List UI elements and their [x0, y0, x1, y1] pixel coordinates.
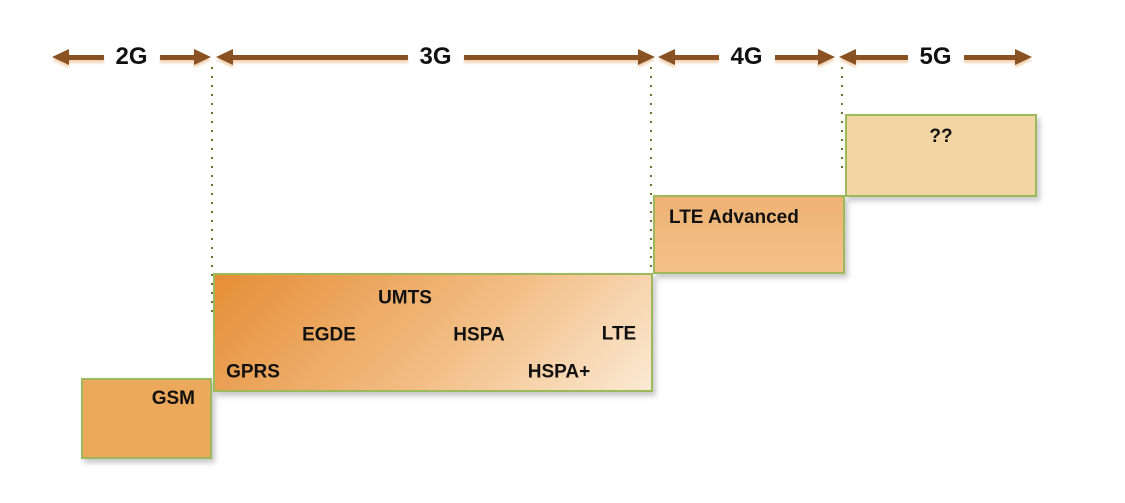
generation-label-3g: 3G — [419, 43, 452, 70]
arrow-5g-right — [963, 49, 1033, 65]
arrow-shaft — [774, 54, 819, 60]
gsm-label: GSM — [151, 388, 195, 409]
arrow-shaft — [159, 54, 195, 60]
generation-axis-2g: 2G — [52, 43, 212, 70]
lte-label: LTE — [601, 323, 637, 345]
generation-axis-3g: 3G — [216, 43, 656, 70]
left-arrowhead-icon — [216, 49, 233, 65]
arrow-2g-left — [52, 49, 104, 65]
gprs-label: GPRS — [226, 361, 280, 383]
arrow-4g-right — [774, 49, 836, 65]
right-arrowhead-icon — [194, 49, 212, 65]
hspa-plus-label: HSPA+ — [527, 361, 591, 383]
lte-advanced-box: LTE Advanced — [653, 195, 845, 274]
arrow-shaft — [233, 54, 408, 60]
arrow-shaft — [675, 54, 719, 60]
left-arrowhead-icon — [658, 49, 675, 65]
future-label: ?? — [929, 126, 953, 147]
3g-technologies-box: UMTS EGDE HSPA LTE GPRS HSPA+ — [213, 273, 653, 392]
arrow-shaft — [856, 54, 908, 60]
arrow-shaft — [463, 54, 639, 60]
arrow-shaft — [963, 54, 1016, 60]
egde-label: EGDE — [302, 324, 356, 346]
right-arrowhead-icon — [1015, 49, 1033, 65]
gsm-box: GSM — [81, 378, 212, 459]
arrow-5g-left — [839, 49, 908, 65]
generation-label-2g: 2G — [115, 43, 148, 70]
left-arrowhead-icon — [839, 49, 856, 65]
arrow-3g-left — [216, 49, 408, 65]
generation-label-5g: 5G — [919, 43, 952, 70]
lte-advanced-label: LTE Advanced — [669, 207, 799, 228]
umts-label: UMTS — [378, 287, 432, 309]
divider-3g-4g — [650, 67, 652, 271]
divider-2g-3g — [211, 67, 213, 313]
generation-label-4g: 4G — [730, 43, 763, 70]
hspa-label: HSPA — [453, 324, 505, 346]
right-arrowhead-icon — [818, 49, 836, 65]
arrow-3g-right — [463, 49, 656, 65]
generation-axis-4g: 4G — [658, 43, 836, 70]
arrow-4g-left — [658, 49, 719, 65]
right-arrowhead-icon — [638, 49, 656, 65]
generation-axis-5g: 5G — [839, 43, 1033, 70]
left-arrowhead-icon — [52, 49, 69, 65]
arrow-2g-right — [159, 49, 212, 65]
arrow-shaft — [69, 54, 104, 60]
divider-4g-5g — [841, 67, 843, 173]
future-5g-box: ?? — [845, 114, 1037, 197]
